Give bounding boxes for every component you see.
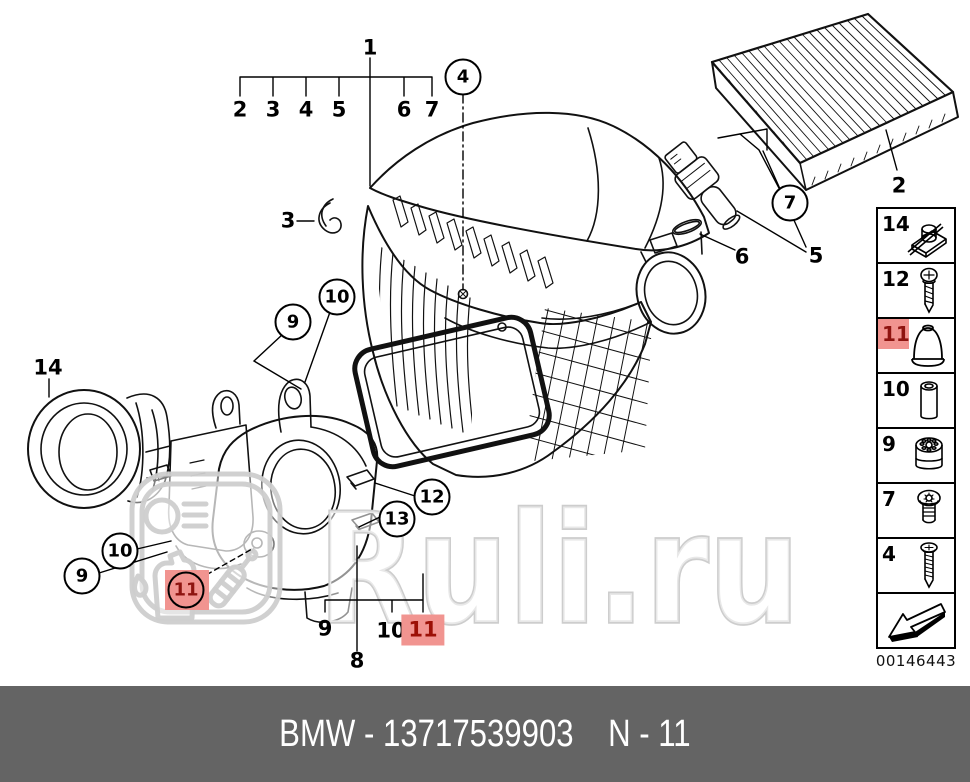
o-ring: [671, 218, 703, 236]
callout-circle-7: 7: [771, 184, 809, 222]
legend-item-14: 14: [876, 207, 956, 264]
spacer-sleeve-icon: [920, 380, 938, 419]
legend-label-9: 9: [882, 432, 896, 456]
callout-6: 6: [396, 97, 412, 122]
legend-item-10: 10: [876, 372, 956, 429]
legend-label-10: 10: [882, 377, 910, 401]
callout-maf-5: 5: [808, 243, 824, 268]
housing-cover: [369, 111, 710, 332]
air-filter-element: [710, 12, 959, 191]
callout-bottom-11-highlighted: 11: [401, 614, 445, 646]
legend-label-11: 11: [878, 319, 910, 349]
diagram-code: 00146443: [875, 652, 957, 670]
rubber-mount-icon: [915, 436, 943, 470]
screw-icon: [920, 267, 938, 314]
legend-item-arrow: [876, 592, 956, 649]
housing-lower-shell: [361, 205, 652, 478]
retaining-clip: [318, 198, 342, 234]
callout-circle-4: 4: [444, 58, 482, 96]
footer-bar: BMW - 13717539903 N - 11: [0, 686, 970, 782]
callout-4: 4: [298, 97, 314, 122]
callout-circle-10-upper: 10: [318, 278, 356, 316]
callout-bottom-10: 10: [376, 618, 406, 643]
clip-nut-icon: [907, 222, 947, 258]
sealing-frame: [352, 314, 552, 470]
torx-screw-icon: [917, 489, 941, 523]
legend-item-7: 7: [876, 482, 956, 539]
maf-sensor: [664, 141, 741, 230]
callout-bottom-8: 8: [349, 648, 365, 673]
callout-3: 3: [265, 97, 281, 122]
callout-2: 2: [232, 97, 248, 122]
legend-item-4: 4: [876, 537, 956, 594]
callout-circle-9-upper: 9: [274, 303, 312, 341]
direction-arrow-icon: [888, 602, 946, 642]
legend-item-9: 9: [876, 427, 956, 484]
outlet-duct: [635, 231, 707, 335]
legend-item-12: 12: [876, 262, 956, 319]
legend-label-14: 14: [882, 212, 910, 236]
callout-circle-10-left: 10: [101, 532, 139, 570]
callout-circle-11-highlighted: 11: [167, 571, 205, 609]
callout-1: 1: [362, 35, 378, 60]
callout-circle-12: 12: [413, 478, 451, 516]
rubber-cap-icon: [911, 324, 945, 367]
callout-5: 5: [331, 97, 347, 122]
footer-page-ref: N - 11: [608, 712, 691, 755]
long-screw-icon: [920, 541, 938, 589]
parts-legend: 14 12 11: [876, 207, 960, 649]
callout-maf-6: 6: [734, 244, 750, 269]
legend-label-12: 12: [882, 267, 910, 291]
legend-item-11: 11: [876, 317, 956, 374]
legend-label-7: 7: [882, 487, 896, 511]
footer-part-number: BMW - 13717539903: [279, 712, 574, 755]
exploded-view-artwork: [27, 12, 959, 624]
callout-7: 7: [424, 97, 440, 122]
callout-circle-13: 13: [378, 500, 416, 538]
callout-boot-14: 14: [33, 355, 63, 380]
callout-circle-9-left: 9: [63, 557, 101, 595]
callout-clip-3: 3: [280, 208, 296, 233]
intake-boot: [27, 389, 172, 509]
callout-filter-2: 2: [891, 173, 907, 198]
legend-label-4: 4: [882, 542, 896, 566]
callout-bottom-9: 9: [317, 616, 333, 641]
